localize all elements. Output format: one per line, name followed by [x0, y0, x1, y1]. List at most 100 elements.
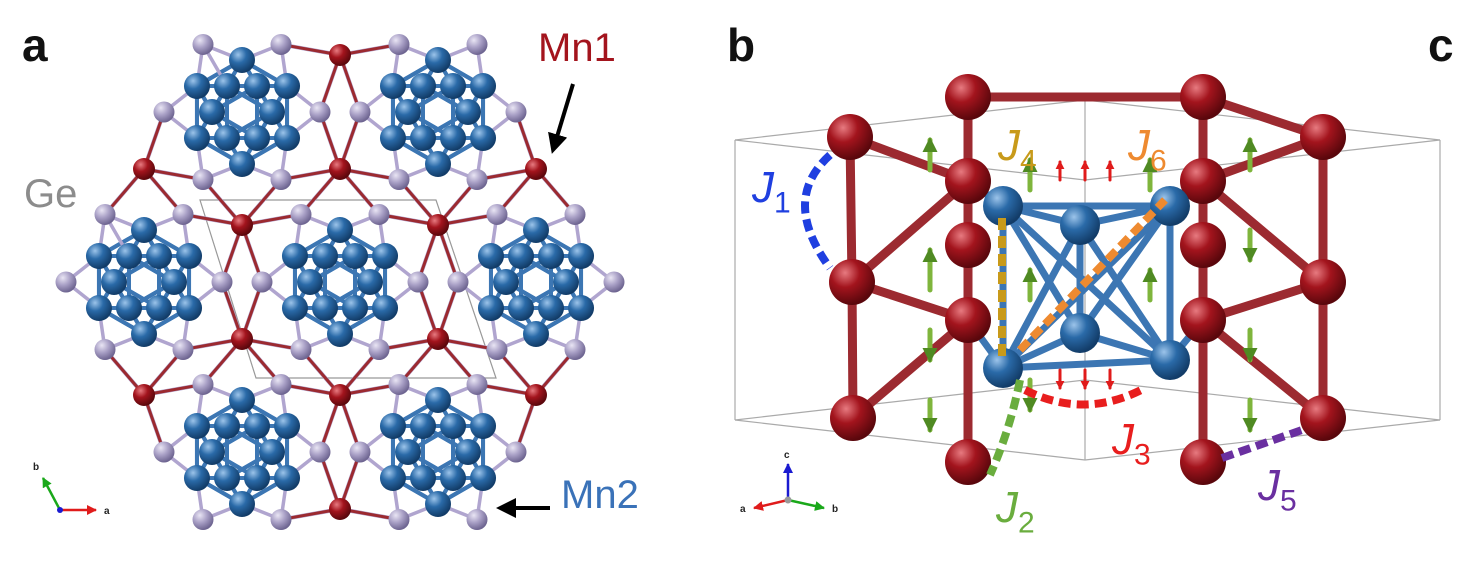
mn1-atom: [1180, 74, 1226, 120]
mn1-atom: [133, 384, 155, 406]
panel-a-structure: ab: [33, 33, 625, 531]
arrow-to-mn1: [548, 83, 575, 154]
mn2-atom: [1060, 205, 1100, 245]
ge-atom: [505, 441, 527, 463]
axis-origin: [57, 507, 63, 513]
mn2-atom: [259, 439, 285, 465]
ge-atom: [486, 203, 508, 225]
mn2-atom: [85, 243, 112, 269]
cell-edge: [734, 379, 1086, 421]
ge-atom: [388, 373, 410, 395]
mn2-atom: [372, 243, 399, 269]
mn1-atom: [231, 328, 253, 350]
axis-origin: [784, 496, 792, 504]
ge-atom: [290, 339, 312, 361]
mn1-atom: [1180, 158, 1226, 204]
mn2-atom: [146, 294, 172, 321]
ge-atom: [407, 271, 429, 293]
mn2-atom: [214, 73, 240, 100]
mn1-atom: [945, 74, 991, 120]
mn2-atom: [379, 125, 406, 151]
label-j4: J4: [998, 121, 1037, 178]
ge-atom: [309, 101, 331, 123]
mn2-atom: [568, 243, 595, 269]
ge-atom: [290, 203, 312, 225]
mn2-atom: [470, 413, 497, 439]
mn2-atom: [1150, 186, 1190, 226]
exchange-path-j5: [1220, 426, 1304, 462]
ge-atom: [153, 441, 175, 463]
mn2-atom: [274, 465, 301, 491]
mn1-atom: [427, 328, 449, 350]
atoms-layer: [55, 33, 625, 531]
mn2-bond: [1076, 202, 1174, 337]
mn2-atom: [440, 73, 466, 100]
cell-box: [734, 99, 1441, 461]
mn2-atom: [983, 348, 1023, 388]
mn2-atom: [229, 491, 255, 517]
label-j5: J5: [1258, 461, 1297, 518]
mn2-atom: [1060, 313, 1100, 353]
mn2-atom: [214, 464, 240, 491]
mn2-atom: [425, 491, 451, 517]
mn2-atom: [379, 465, 406, 491]
mn1-atom: [525, 384, 547, 406]
mn2-atom: [470, 73, 497, 99]
mn2-atom: [538, 294, 564, 321]
label-j6: J6: [1128, 121, 1167, 178]
ge-atom: [505, 101, 527, 123]
mn2-atom: [410, 464, 436, 491]
mn2-atom: [410, 124, 436, 151]
mn1-bond: [1198, 315, 1328, 423]
mn2-atom: [425, 151, 451, 177]
mn2-bond: [999, 202, 1084, 337]
mn1-atom: [329, 44, 351, 66]
mn2-atom: [161, 269, 187, 295]
mn2-bond: [999, 221, 1084, 372]
ge-atom: [466, 169, 488, 191]
mn2-atom: [440, 124, 466, 151]
mn2-atom: [410, 73, 436, 100]
ge-atom: [603, 271, 625, 293]
mn2-atom: [508, 294, 534, 321]
axis-a-label: a: [104, 506, 110, 517]
mn2-atom: [183, 125, 210, 151]
axis-a-label: a: [740, 504, 746, 515]
mn2-atom: [274, 73, 301, 99]
mn1-atom: [133, 158, 155, 180]
label-j3: J3: [1112, 415, 1151, 472]
ge-atom: [192, 509, 214, 531]
mn2-atom: [312, 243, 338, 270]
mn2-atom: [508, 243, 534, 270]
exchange-path-j1: [801, 152, 834, 271]
mn2-atom: [244, 413, 270, 440]
mn1-bond: [848, 315, 973, 423]
mn2-bond: [999, 356, 1174, 372]
mn2-atom: [183, 413, 210, 439]
mn1-atom: [1180, 297, 1226, 343]
mn2-atom: [85, 295, 112, 321]
axis-b-label: b: [33, 462, 39, 473]
spin-arrows-red: [1055, 160, 1115, 390]
mn2-atom: [183, 73, 210, 99]
mn1-atom: [329, 498, 351, 520]
ge-atom: [368, 203, 390, 225]
mn2-atom: [538, 243, 564, 270]
mn1-atom: [1180, 222, 1226, 268]
mn2-atom: [214, 413, 240, 440]
ge-atom: [388, 169, 410, 191]
mn1-atom: [945, 222, 991, 268]
mn1-atom: [945, 158, 991, 204]
ge-atom: [270, 509, 292, 531]
mn2-atom: [395, 439, 421, 465]
ge-atom: [368, 339, 390, 361]
ge-atom: [55, 271, 77, 293]
axis-c-label: c: [784, 450, 790, 461]
mn2-atom: [297, 269, 323, 295]
mn2-atom: [176, 243, 203, 269]
mn2-atom: [523, 321, 549, 347]
mn2-atom: [327, 217, 353, 243]
mn1-atom: [945, 297, 991, 343]
ge-atom: [192, 373, 214, 395]
mn2-atom: [244, 124, 270, 151]
